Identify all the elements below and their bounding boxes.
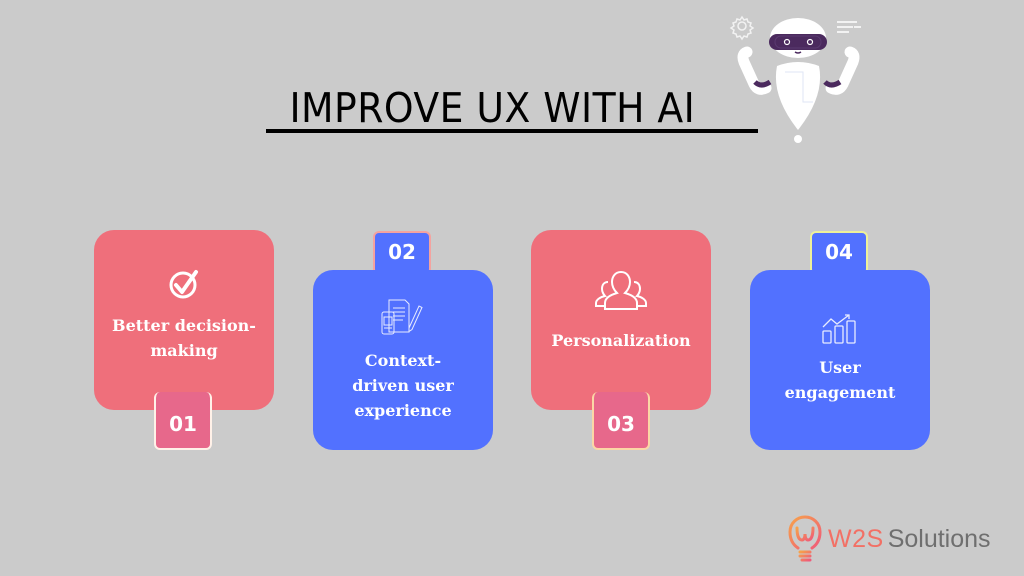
step-label: User engagement (784, 358, 896, 402)
step-badge-03: 03 (592, 392, 650, 450)
step-badge-01: 01 (154, 392, 212, 450)
step-card-02: Context-driven user experience (313, 270, 493, 450)
brand-name: Solutions (887, 524, 991, 553)
step-card-03: Personalization (531, 230, 711, 410)
step-label: Personalization (551, 330, 691, 350)
robot-icon (729, 15, 861, 143)
brand-logo: W2S Solutions (788, 514, 991, 564)
brand-mark: W2S (828, 524, 884, 553)
document-pen-icon (381, 299, 423, 334)
lightbulb-logo-icon (788, 515, 822, 562)
step-card-04: User engagement (750, 270, 930, 450)
growth-chart-icon (822, 314, 856, 344)
user-group-icon (595, 270, 647, 310)
step-label: Better decision-making (112, 316, 256, 360)
step-card-01: Better decision-making (94, 230, 274, 410)
step-label: Context-driven user experience (352, 350, 454, 420)
text-lines-icon (837, 21, 861, 33)
page-title: IMPROVE UX WITH AI (289, 84, 696, 132)
step-badge-02: 02 (373, 231, 431, 275)
gear-icon (729, 15, 755, 41)
step-badge-04: 04 (810, 231, 868, 275)
check-circle-icon (169, 270, 198, 299)
title-underline (266, 129, 758, 133)
